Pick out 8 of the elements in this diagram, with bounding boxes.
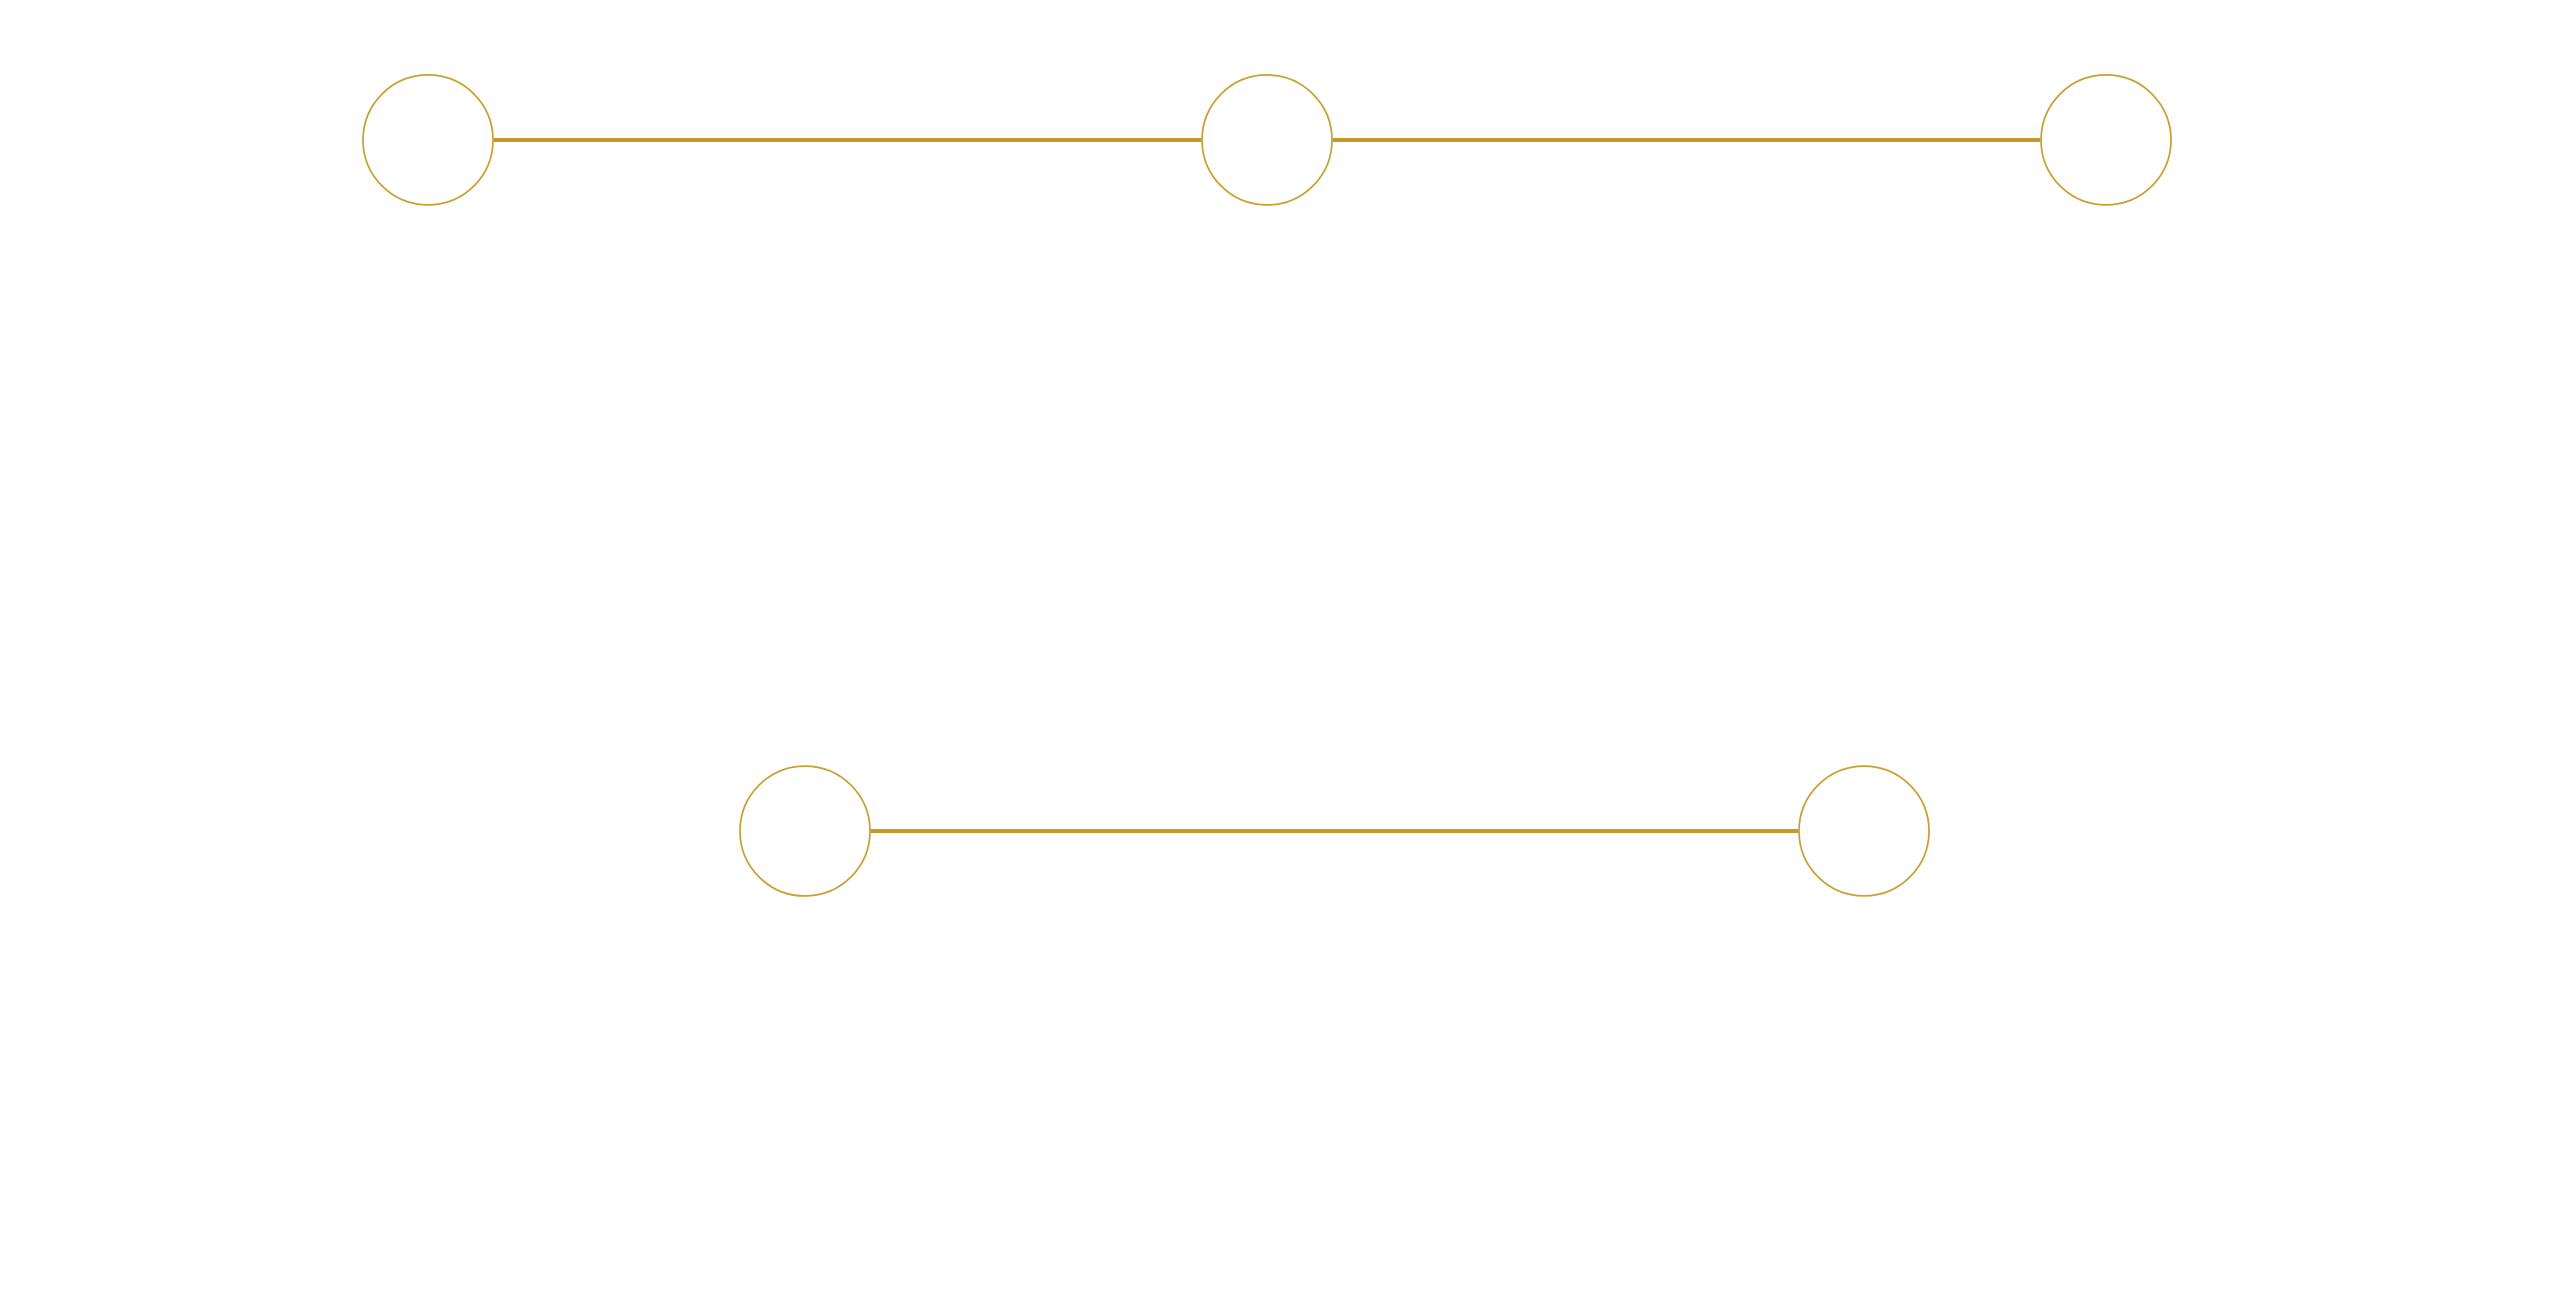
circle-node [739, 765, 871, 897]
circle-node [2040, 74, 2172, 206]
connector-line [870, 828, 1799, 834]
circle-node [1201, 74, 1333, 206]
connector-line [1332, 137, 2041, 143]
connector-line [493, 137, 1202, 143]
circle-node [1798, 765, 1930, 897]
circle-node [362, 74, 494, 206]
